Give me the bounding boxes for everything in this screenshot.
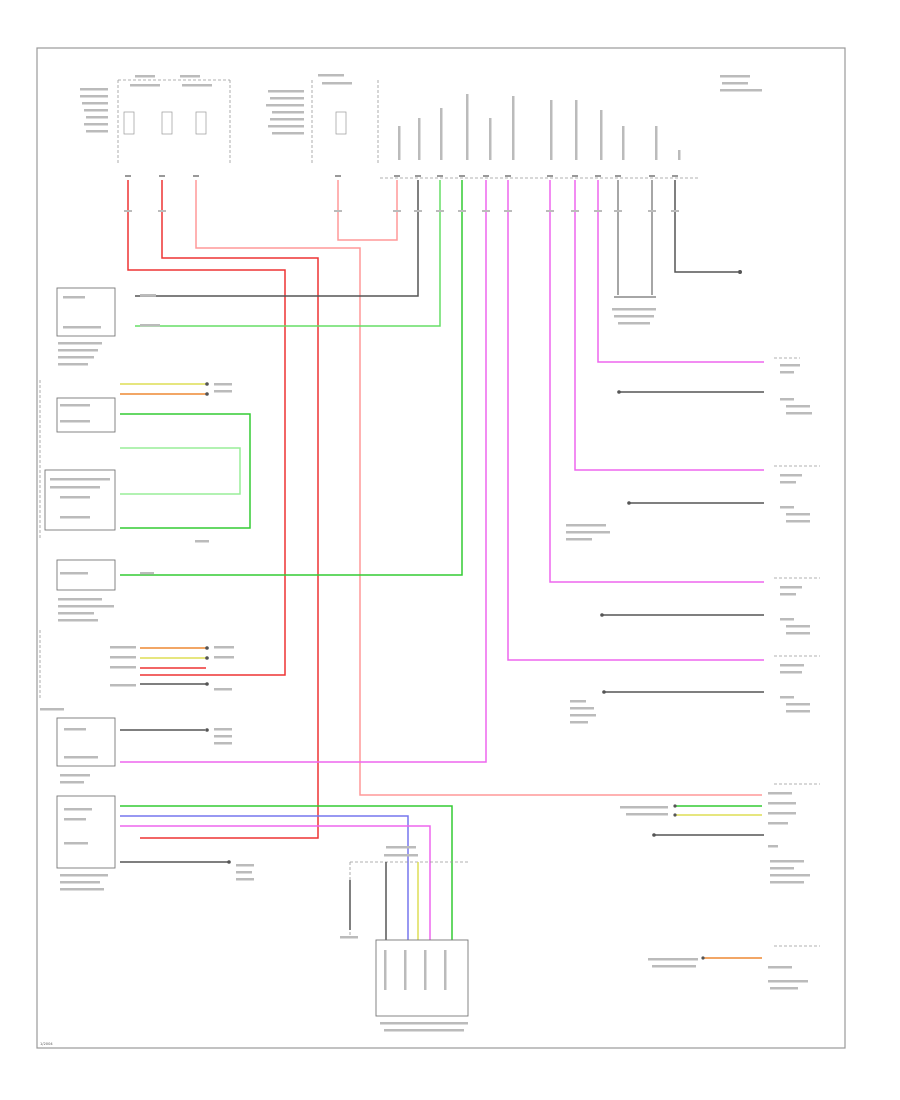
wire-violet-right-3 — [597, 180, 764, 363]
connector-markers-top — [125, 175, 678, 177]
wire-violet-right-2 — [574, 180, 764, 471]
wire-black — [135, 180, 419, 297]
component-box-network — [39, 380, 251, 543]
wire-green-long — [120, 180, 463, 576]
ground-terminal — [738, 270, 742, 274]
right-terminal-group — [566, 308, 820, 990]
diagram-frame — [36, 47, 846, 1049]
wire-tag-labels-top — [124, 210, 679, 212]
fuse-block-middle — [266, 74, 379, 165]
wire-black-ground — [674, 180, 738, 273]
wire-green-upper — [135, 180, 441, 327]
wire-pink-fuse — [195, 180, 762, 796]
fuse-block-left — [80, 75, 231, 165]
wire-violet-right-1 — [549, 180, 764, 583]
module-top-right — [380, 75, 762, 179]
wire-violet-left — [120, 180, 487, 763]
component-box-driver — [40, 708, 232, 784]
component-box-upper-left — [56, 287, 160, 366]
page-id: 1/2004 — [40, 1042, 53, 1046]
cluster-connector-lines — [39, 630, 234, 700]
wire-gray-splice — [614, 180, 656, 298]
component-box-bottom-middle — [340, 846, 469, 1032]
wire-red-second — [140, 180, 319, 839]
wire-red-left — [127, 180, 286, 676]
component-box-sensor — [56, 559, 154, 622]
wire-violet-middle — [507, 180, 764, 661]
component-box-bottom-left — [56, 795, 453, 940]
wire-pink-middle — [337, 180, 398, 241]
